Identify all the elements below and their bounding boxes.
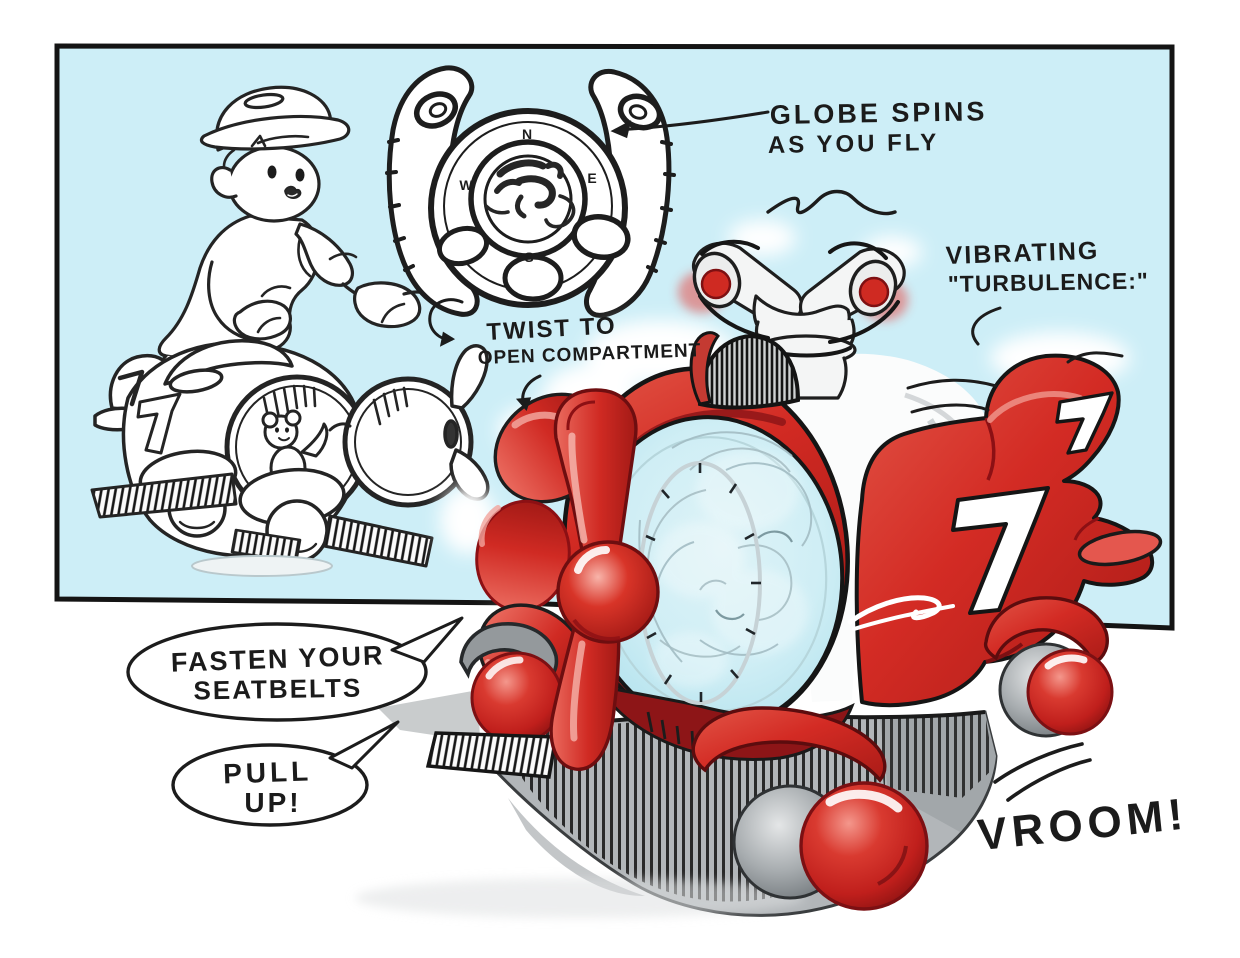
svg-text:W: W (459, 177, 473, 193)
svg-text:PULL: PULL (223, 755, 313, 789)
svg-text:VIBRATING: VIBRATING (945, 237, 1100, 270)
svg-text:E: E (587, 170, 596, 186)
svg-text:AS YOU FLY: AS YOU FLY (768, 129, 940, 159)
svg-text:FASTEN YOUR: FASTEN YOUR (170, 640, 384, 677)
svg-text:N: N (522, 126, 532, 142)
svg-text:S: S (524, 249, 533, 265)
svg-text:SEATBELTS: SEATBELTS (193, 673, 362, 706)
svg-text:"TURBULENCE:": "TURBULENCE:" (948, 267, 1149, 297)
svg-text:GLOBE SPINS: GLOBE SPINS (770, 96, 988, 130)
svg-text:UP!: UP! (244, 787, 301, 818)
